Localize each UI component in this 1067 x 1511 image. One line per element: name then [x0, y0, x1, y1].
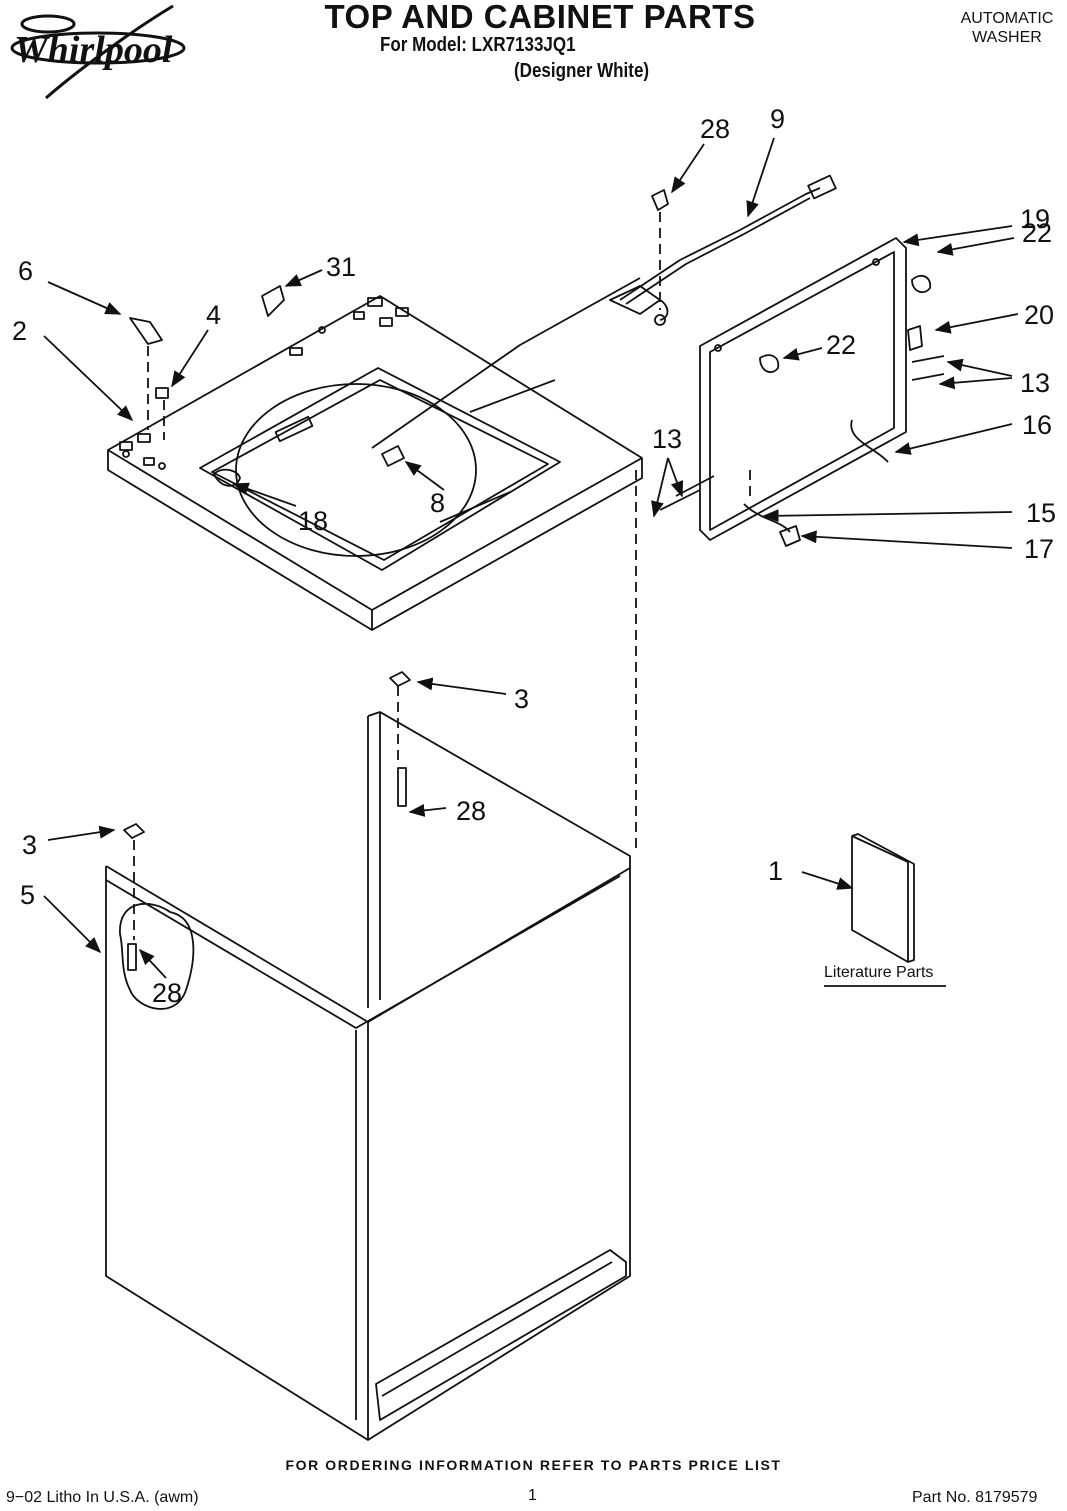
callout-15: 15 — [1026, 498, 1056, 528]
arrow-2 — [43, 335, 134, 422]
callout-3-top: 3 — [514, 684, 529, 714]
arrow-28-mid — [408, 803, 447, 817]
page-number: 1 — [528, 1487, 537, 1504]
arrow-13-right-b — [938, 376, 1013, 390]
ordering-note: FOR ORDERING INFORMATION REFER TO PARTS … — [285, 1457, 782, 1473]
callout-6: 6 — [18, 256, 33, 286]
arrow-8 — [404, 461, 445, 491]
callout-28-top: 28 — [700, 114, 730, 144]
arrow-17 — [800, 530, 1013, 549]
arrow-19 — [902, 225, 1013, 247]
callout-13-right: 13 — [1020, 368, 1050, 398]
arrow-13-left-a — [651, 457, 669, 518]
callout-1: 1 — [768, 856, 783, 886]
category-line-2: WASHER — [972, 29, 1042, 46]
page-title: TOP AND CABINET PARTS — [324, 0, 756, 35]
brand-wordmark: Whirlpool — [14, 29, 173, 71]
arrow-22-mid — [782, 347, 823, 361]
arrow-13-right-a — [946, 358, 1013, 377]
callout-20: 20 — [1024, 300, 1054, 330]
arrow-3-left — [47, 825, 116, 841]
callout-arrows — [43, 137, 1019, 979]
callout-28-mid: 28 — [456, 796, 486, 826]
arrow-18 — [232, 482, 297, 507]
whirlpool-logo: Whirlpool — [10, 4, 186, 100]
arrow-13-left-b — [667, 457, 684, 498]
product-category: AUTOMATIC WASHER — [948, 9, 1066, 47]
arrow-5 — [43, 895, 102, 954]
arrow-28-low — [138, 948, 167, 979]
washer-cabinet — [105, 711, 631, 1441]
category-line-1: AUTOMATIC — [960, 10, 1054, 27]
callout-22-right: 22 — [1022, 218, 1052, 248]
literature-parts-label: Literature Parts — [824, 964, 933, 981]
arrow-28-top — [671, 143, 705, 194]
callout-31: 31 — [326, 252, 356, 282]
model-variant: (Designer White) — [514, 60, 650, 82]
arrow-20 — [934, 313, 1019, 334]
callout-13-left: 13 — [652, 424, 682, 454]
arrow-16 — [894, 423, 1013, 455]
callout-18: 18 — [298, 506, 328, 536]
arrow-6 — [47, 281, 122, 315]
callout-28-low: 28 — [152, 978, 182, 1008]
literature-booklet — [851, 833, 915, 963]
washer-top-panel — [107, 277, 643, 631]
arrow-31 — [284, 269, 323, 287]
callout-19: 19 — [1020, 204, 1050, 234]
arrow-15 — [762, 509, 1013, 523]
callout-2: 2 — [12, 316, 27, 346]
callout-17: 17 — [1024, 534, 1054, 564]
callout-8: 8 — [430, 488, 445, 518]
part-number: Part No. 8179579 — [912, 1489, 1038, 1506]
callout-4: 4 — [206, 300, 221, 330]
arrow-1 — [801, 871, 854, 890]
callout-16: 16 — [1022, 410, 1052, 440]
arrow-9 — [746, 137, 775, 218]
callout-numbers: 28 9 19 22 31 6 4 2 20 22 13 16 13 8 18 … — [12, 104, 1056, 1008]
arrow-3-top — [416, 677, 507, 695]
callout-5: 5 — [20, 880, 35, 910]
callout-22-mid: 22 — [826, 330, 856, 360]
arrow-22-right — [936, 237, 1015, 256]
callout-3-left: 3 — [22, 830, 37, 860]
dashed-guides — [133, 212, 751, 940]
small-hardware — [123, 189, 932, 971]
console-rear-frame — [699, 237, 907, 541]
litho-info: 9−02 Litho In U.S.A. (awm) — [6, 1489, 199, 1506]
fill-hoses — [659, 355, 945, 533]
arrow-4 — [171, 329, 209, 388]
callout-9: 9 — [770, 104, 785, 134]
model-line: For Model: LXR7133JQ1 — [380, 34, 576, 56]
